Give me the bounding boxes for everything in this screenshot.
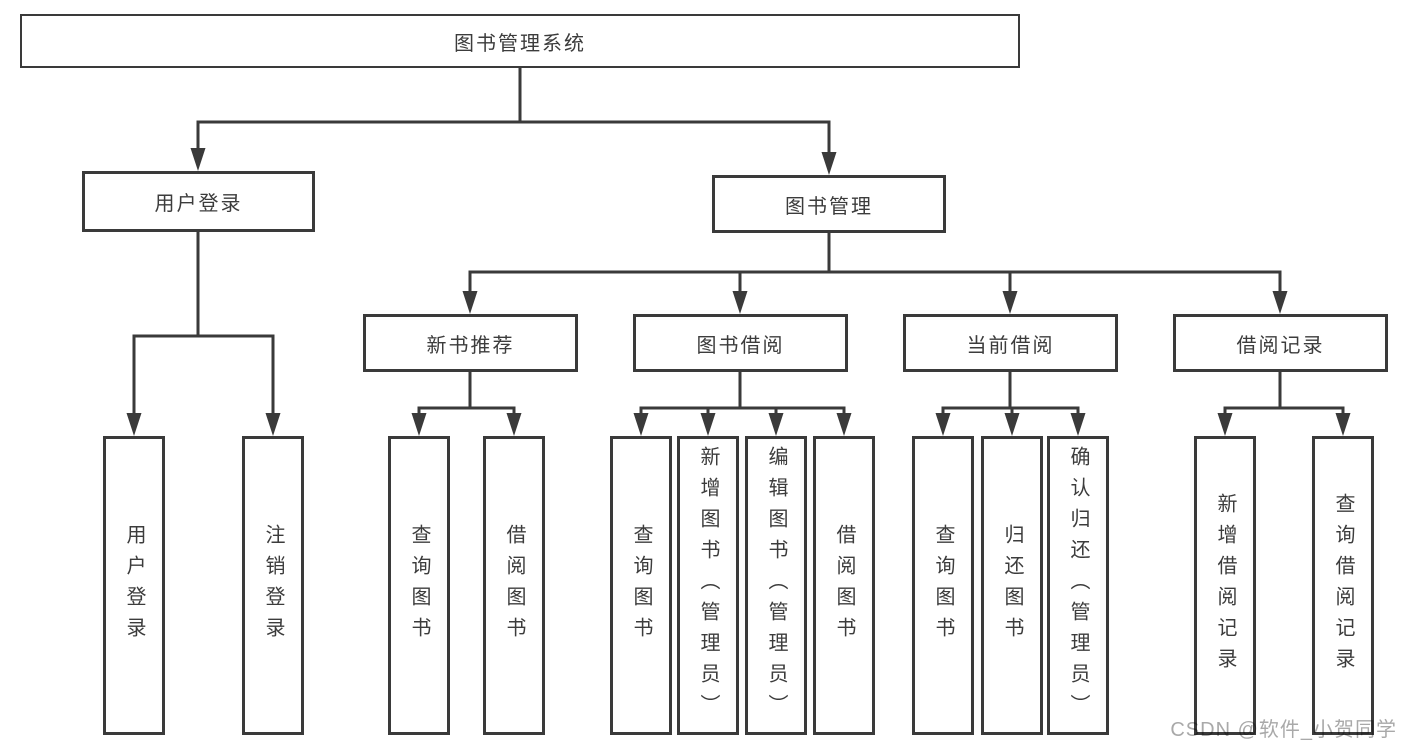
node-current-borrow-label: 当前借阅 — [966, 334, 1055, 357]
connector-current-borrow-children — [935, 370, 1086, 436]
node-book-borrow-label: 图书借阅 — [696, 334, 785, 357]
connector-book-management-children — [462, 231, 1288, 314]
leaf-bb-query-books: 查询图书 — [610, 436, 672, 735]
leaf-user-login-label: 用户登录 — [123, 523, 145, 648]
node-user-login: 用户登录 — [82, 171, 315, 232]
node-book-management-label: 图书管理 — [785, 195, 873, 218]
node-borrow-records: 借阅记录 — [1173, 314, 1388, 372]
node-borrow-records-label: 借阅记录 — [1236, 334, 1325, 357]
leaf-br-query-record: 查询借阅记录 — [1312, 436, 1374, 735]
leaf-cb-query-books: 查询图书 — [912, 436, 974, 735]
leaf-user-login: 用户登录 — [103, 436, 165, 735]
leaf-cb-return-books-label: 归还图书 — [1001, 523, 1023, 648]
leaf-nb-borrow-books: 借阅图书 — [483, 436, 545, 735]
leaf-cb-confirm-return-admin-label: 确认归还（管理员） — [1067, 446, 1089, 725]
connector-root-to-level2 — [190, 66, 837, 175]
leaf-nb-query-books-label: 查询图书 — [408, 523, 430, 648]
node-new-book-recommend-label: 新书推荐 — [426, 334, 515, 357]
node-library-system-label: 图书管理系统 — [454, 32, 586, 55]
leaf-nb-query-books: 查询图书 — [388, 436, 450, 735]
leaf-bb-borrow-books-label: 借阅图书 — [833, 523, 855, 648]
leaf-nb-borrow-books-label: 借阅图书 — [503, 523, 525, 648]
leaf-logout-label: 注销登录 — [262, 523, 284, 648]
watermark-csdn: CSDN @软件_小贺同学 — [1170, 719, 1397, 741]
connector-user-login-children — [126, 230, 281, 436]
leaf-bb-query-books-label: 查询图书 — [630, 523, 652, 648]
node-book-management: 图书管理 — [712, 175, 946, 233]
leaf-cb-query-books-label: 查询图书 — [932, 523, 954, 648]
node-library-system: 图书管理系统 — [20, 14, 1020, 68]
leaf-bb-add-books-admin-label: 新增图书（管理员） — [697, 446, 719, 725]
leaf-br-add-record: 新增借阅记录 — [1194, 436, 1256, 735]
leaf-cb-confirm-return-admin: 确认归还（管理员） — [1047, 436, 1109, 735]
leaf-br-query-record-label: 查询借阅记录 — [1332, 492, 1354, 679]
leaf-bb-edit-books-admin-label: 编辑图书（管理员） — [765, 446, 787, 725]
leaf-bb-edit-books-admin: 编辑图书（管理员） — [745, 436, 807, 735]
leaf-cb-return-books: 归还图书 — [981, 436, 1043, 735]
connector-book-borrow-children — [633, 370, 852, 436]
leaf-logout: 注销登录 — [242, 436, 304, 735]
connector-new-book-recommend-children — [411, 370, 522, 436]
leaf-bb-add-books-admin: 新增图书（管理员） — [677, 436, 739, 735]
node-book-borrow: 图书借阅 — [633, 314, 848, 372]
leaf-br-add-record-label: 新增借阅记录 — [1214, 492, 1236, 679]
leaf-bb-borrow-books: 借阅图书 — [813, 436, 875, 735]
node-current-borrow: 当前借阅 — [903, 314, 1118, 372]
node-new-book-recommend: 新书推荐 — [363, 314, 578, 372]
connector-borrow-records-children — [1217, 370, 1351, 436]
node-user-login-label: 用户登录 — [154, 193, 243, 215]
